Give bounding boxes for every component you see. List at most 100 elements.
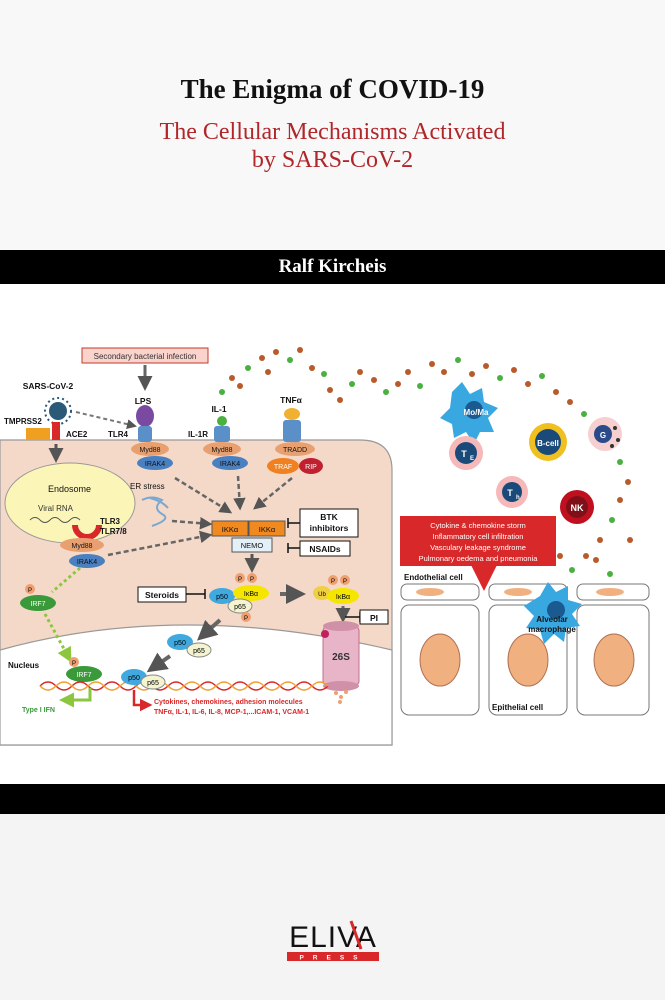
svg-text:P: P xyxy=(343,579,347,585)
svg-text:macrophage: macrophage xyxy=(528,625,576,634)
svg-text:Steroids: Steroids xyxy=(145,590,179,600)
type1-ifn-label: Type I IFN xyxy=(22,707,55,714)
ace2-label: ACE2 xyxy=(66,430,88,439)
logo-subtext: PRESS xyxy=(299,955,366,962)
svg-text:h: h xyxy=(516,495,520,501)
subtitle-line-2: by SARS-CoV-2 xyxy=(251,147,414,173)
secondary-infection-label: Secondary bacterial infection xyxy=(94,352,197,361)
svg-text:IκBα: IκBα xyxy=(244,591,258,598)
cytokines-label-1: Cytokines, chemokines, adhesion molecule… xyxy=(154,699,303,706)
bottom-bar xyxy=(0,784,665,814)
publisher-logo: ELIVA PRESS xyxy=(283,915,383,965)
svg-text:IRAK4: IRAK4 xyxy=(220,461,240,468)
svg-text:IRF7: IRF7 xyxy=(30,601,45,608)
svg-text:IκBα: IκBα xyxy=(336,594,350,601)
svg-text:Ub: Ub xyxy=(318,592,326,598)
svg-text:IKKα: IKKα xyxy=(222,525,239,534)
ace2-receptor xyxy=(52,422,60,440)
nk-cell: NK xyxy=(560,490,594,524)
ikka-box-2 xyxy=(248,520,286,537)
author-name: Ralf Kircheis xyxy=(278,256,387,277)
il1r-label: IL-1R xyxy=(188,430,208,439)
g-cell: G xyxy=(588,417,622,451)
lps-molecule xyxy=(136,405,154,427)
secondary-infection-box xyxy=(81,347,209,364)
nemo-box xyxy=(231,537,273,553)
svg-text:T: T xyxy=(461,449,467,459)
svg-text:Cytokine & chemokine storm: Cytokine & chemokine storm xyxy=(430,521,525,530)
svg-text:p65: p65 xyxy=(234,604,246,611)
svg-text:E: E xyxy=(470,456,474,462)
nsaids-box xyxy=(299,540,351,557)
endothelial-label: Endothelial cell xyxy=(404,573,463,582)
svg-text:NEMO: NEMO xyxy=(241,541,264,550)
cytokine-storm-box xyxy=(400,516,556,566)
svg-text:P: P xyxy=(244,616,248,622)
svg-text:P: P xyxy=(72,661,76,667)
svg-text:TRADD: TRADD xyxy=(283,447,307,454)
lower-panel xyxy=(0,814,665,1000)
svg-text:p65: p65 xyxy=(147,680,159,687)
ikka-box-1 xyxy=(211,520,249,537)
svg-text:p50: p50 xyxy=(174,640,186,647)
svg-text:p50: p50 xyxy=(216,594,228,601)
svg-text:B-cell: B-cell xyxy=(537,439,559,448)
svg-text:IKKα: IKKα xyxy=(259,525,276,534)
svg-text:Myd88: Myd88 xyxy=(71,543,92,550)
lps-label: LPS xyxy=(135,396,152,406)
dna-helix xyxy=(39,681,329,691)
er-stress-label: ER stress xyxy=(130,482,165,491)
book-subtitle: The Cellular Mechanisms Activated by SAR… xyxy=(0,118,665,174)
svg-text:TRAF: TRAF xyxy=(274,464,292,471)
svg-text:P: P xyxy=(28,588,32,594)
er-icon xyxy=(141,496,169,527)
th-cell: T h xyxy=(496,476,528,508)
epithelial-label: Epithelial cell xyxy=(492,703,543,712)
author-bar xyxy=(0,250,665,284)
svg-text:IRF7: IRF7 xyxy=(76,672,91,679)
viral-rna-label: Viral RNA xyxy=(38,504,74,513)
svg-text:NSAIDs: NSAIDs xyxy=(309,544,340,554)
subtitle-line-1: The Cellular Mechanisms Activated xyxy=(159,119,506,145)
alveolar-macrophage: Alveolar macrophage xyxy=(524,582,582,644)
svg-text:G: G xyxy=(600,431,606,440)
svg-text:BTK: BTK xyxy=(320,512,338,522)
pathway-diagram: Secondary bacterial infection SARS-CoV-2… xyxy=(0,347,650,746)
svg-text:TLR3: TLR3 xyxy=(100,517,121,526)
nucleus-label: Nucleus xyxy=(8,661,40,670)
svg-text:NK: NK xyxy=(571,503,584,513)
svg-text:PI: PI xyxy=(370,613,378,623)
svg-text:inhibitors: inhibitors xyxy=(310,523,349,533)
svg-text:IRAK4: IRAK4 xyxy=(77,559,97,566)
svg-text:Mo/Ma: Mo/Ma xyxy=(464,408,489,417)
pi-box xyxy=(359,609,389,625)
svg-text:RIP: RIP xyxy=(305,464,317,471)
il1-label: IL-1 xyxy=(211,404,226,414)
cytokines-label-2: TNFα, IL-1, IL-6, IL-8, MCP-1,...ICAM-1,… xyxy=(154,709,309,716)
tmprss2-receptor xyxy=(26,428,50,440)
svg-text:P: P xyxy=(250,577,254,583)
sars-label: SARS-CoV-2 xyxy=(23,381,74,391)
btk-inhibitors-box xyxy=(299,508,359,538)
pathway-figure: Secondary bacterial infection SARS-CoV-2… xyxy=(0,284,665,784)
endosome-label: Endosome xyxy=(48,484,91,494)
logo-text: ELIVA xyxy=(289,921,377,954)
svg-text:IRAK4: IRAK4 xyxy=(145,461,165,468)
te-cell: T E xyxy=(449,436,483,470)
b-cell: B-cell xyxy=(529,423,567,461)
svg-text:p50: p50 xyxy=(128,675,140,682)
svg-text:Alveolar: Alveolar xyxy=(536,615,568,624)
svg-text:Inflammatory cell infiltration: Inflammatory cell infiltration xyxy=(433,532,524,541)
svg-text:p65: p65 xyxy=(193,648,205,655)
tnfa-label: TNFα xyxy=(280,395,303,405)
svg-text:T: T xyxy=(507,488,513,498)
mo-ma-cell: Mo/Ma xyxy=(440,382,498,444)
tmprss2-label: TMPRSS2 xyxy=(4,417,42,426)
svg-text:Myd88: Myd88 xyxy=(139,447,160,454)
svg-text:Myd88: Myd88 xyxy=(211,447,232,454)
svg-text:26S: 26S xyxy=(332,652,350,663)
sars-virus-icon xyxy=(44,397,72,425)
svg-text:Vasculary leakage syndrome: Vasculary leakage syndrome xyxy=(430,543,526,552)
svg-text:P: P xyxy=(238,577,242,583)
tlr4-label: TLR4 xyxy=(108,430,129,439)
